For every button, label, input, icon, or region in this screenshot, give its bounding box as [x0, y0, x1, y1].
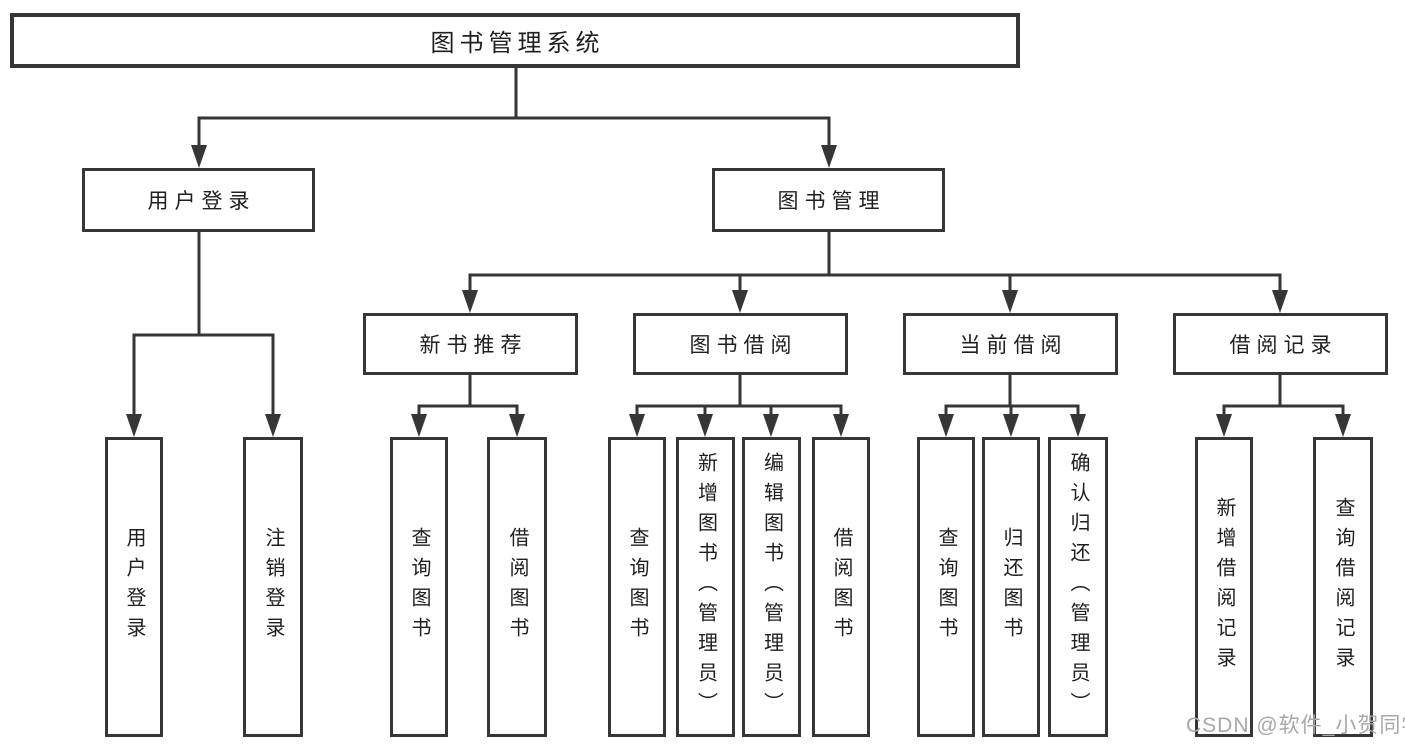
leaf-logout: 注销登录: [243, 437, 303, 737]
leaf-query-borrow-record-label: 查询借阅记录: [1332, 497, 1354, 677]
leaf-add-books-admin-label: 新增图书（管理员）: [694, 452, 717, 722]
leaf-user-login: 用户登录: [105, 437, 163, 737]
node-borrowing-records-label: 借阅记录: [1229, 334, 1338, 357]
leaf-add-books-admin: 新增图书（管理员）: [676, 437, 735, 737]
csdn-watermark: CSDN @软件_小贺同学: [1186, 714, 1405, 737]
node-user-login-label: 用户登录: [147, 190, 256, 213]
leaf-query-books-recommend: 查询图书: [390, 437, 448, 737]
leaf-add-borrow-record: 新增借阅记录: [1195, 437, 1253, 737]
leaf-borrow-books-borrowing-label: 借阅图书: [830, 527, 852, 647]
leaf-query-books-recommend-label: 查询图书: [408, 527, 430, 647]
leaf-query-books-current-label: 查询图书: [935, 527, 957, 647]
leaf-confirm-return-admin-label: 确认归还（管理员）: [1067, 452, 1089, 722]
node-borrowing-records: 借阅记录: [1173, 313, 1388, 375]
leaf-query-books-borrowing: 查询图书: [608, 437, 666, 737]
node-new-book-recommendation: 新书推荐: [363, 313, 578, 375]
leaf-edit-books-admin: 编辑图书（管理员）: [742, 437, 801, 737]
leaf-return-books-label: 归还图书: [1000, 527, 1022, 647]
node-book-borrowing: 图书借阅: [633, 313, 848, 375]
leaf-add-borrow-record-label: 新增借阅记录: [1213, 497, 1235, 677]
node-current-borrowing: 当前借阅: [903, 313, 1118, 375]
leaf-return-books: 归还图书: [982, 437, 1040, 737]
leaf-query-books-borrowing-label: 查询图书: [626, 527, 648, 647]
leaf-logout-label: 注销登录: [262, 527, 284, 647]
node-library-system-label: 图书管理系统: [430, 30, 605, 57]
leaf-confirm-return-admin: 确认归还（管理员）: [1048, 437, 1108, 737]
node-new-book-recommendation-label: 新书推荐: [419, 334, 528, 357]
leaf-edit-books-admin-label: 编辑图书（管理员）: [760, 452, 783, 722]
leaf-borrow-books-recommend: 借阅图书: [487, 437, 547, 737]
leaf-borrow-books-borrowing: 借阅图书: [812, 437, 870, 737]
node-book-borrowing-label: 图书借阅: [689, 334, 798, 357]
node-book-management: 图书管理: [712, 168, 945, 232]
leaf-user-login-label: 用户登录: [123, 527, 145, 647]
node-user-login: 用户登录: [82, 168, 315, 232]
node-current-borrowing-label: 当前借阅: [959, 334, 1068, 357]
leaf-query-books-current: 查询图书: [917, 437, 975, 737]
node-library-system: 图书管理系统: [10, 13, 1020, 68]
leaf-query-borrow-record: 查询借阅记录: [1313, 437, 1373, 737]
node-book-management-label: 图书管理: [777, 190, 886, 213]
leaf-borrow-books-recommend-label: 借阅图书: [506, 527, 528, 647]
